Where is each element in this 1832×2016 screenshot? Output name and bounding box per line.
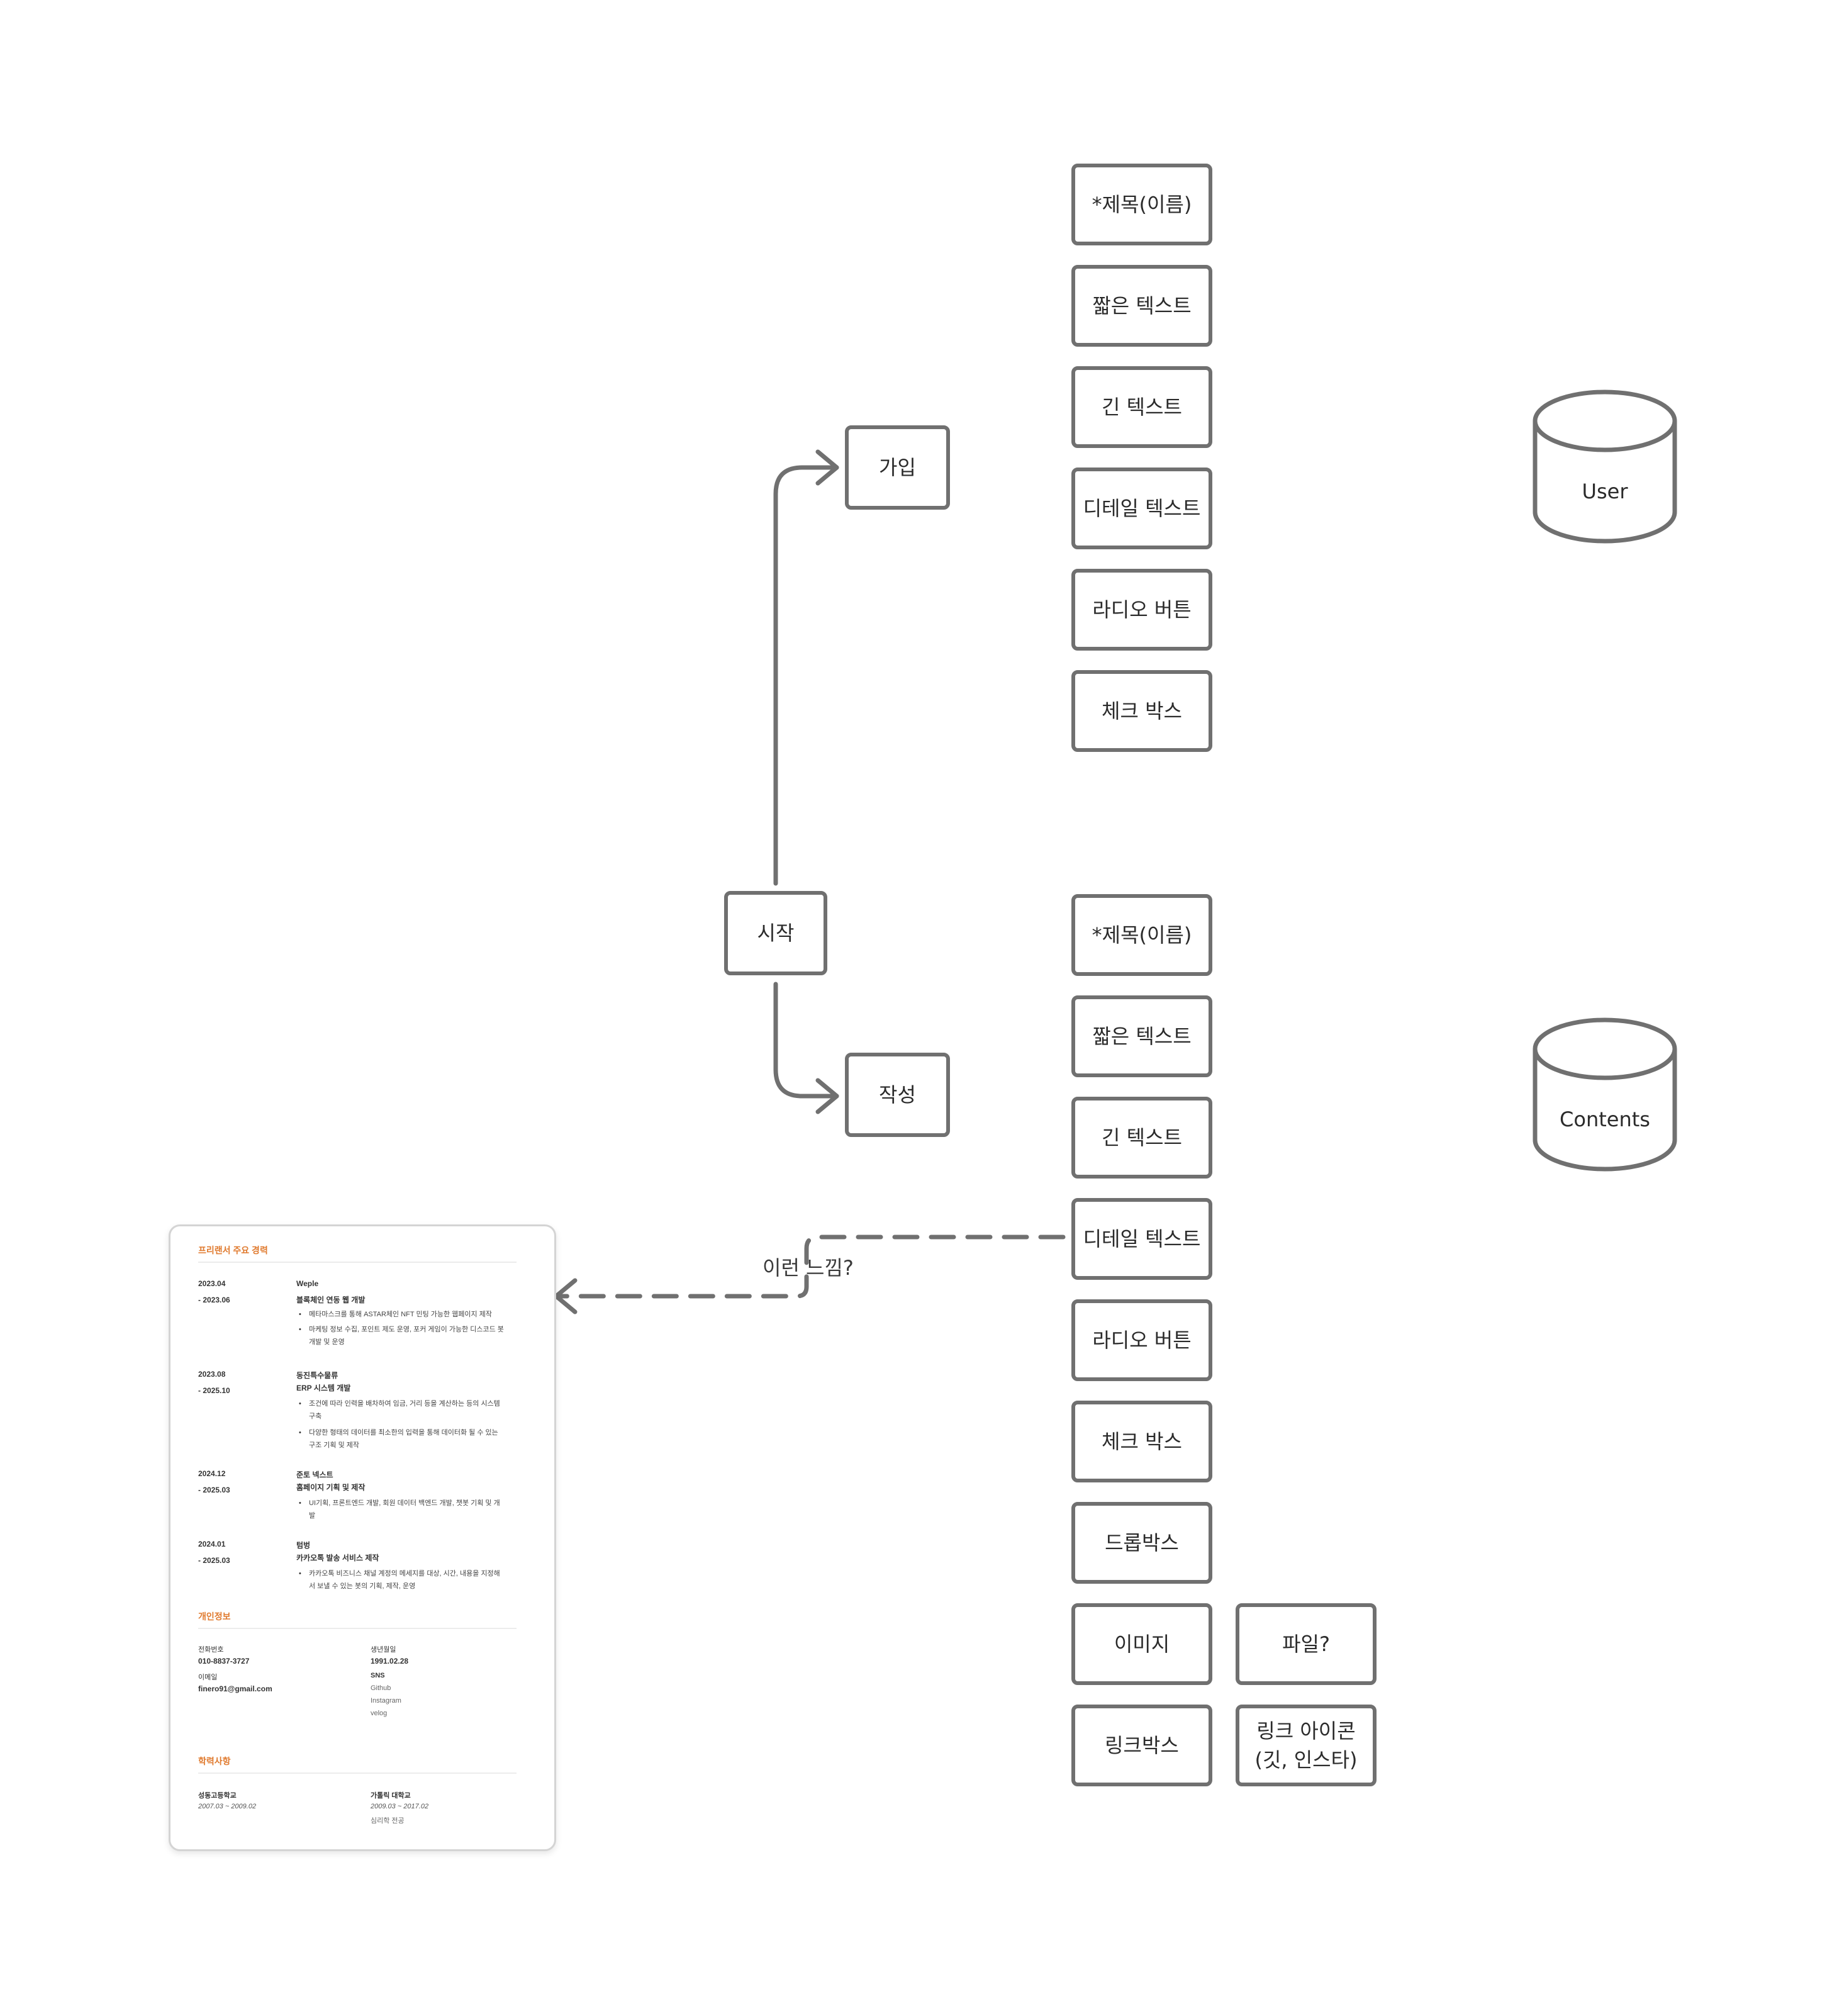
career-end-date: - 2025.03 <box>198 1486 230 1494</box>
user-field-box[interactable]: 긴 텍스트 <box>1071 366 1212 448</box>
career-project: 카카오톡 발송 서비스 제작 <box>296 1554 379 1562</box>
content-field-box[interactable]: 긴 텍스트 <box>1071 1097 1212 1179</box>
personal-section-title: 개인정보 <box>198 1611 231 1621</box>
career-start-date: 2024.01 <box>198 1540 226 1548</box>
school-major: 심리학 전공 <box>371 1817 405 1825</box>
content-field-box[interactable]: 체크 박스 <box>1071 1401 1212 1482</box>
career-end-date: - 2025.03 <box>198 1556 230 1565</box>
career-start-date: 2023.08 <box>198 1370 226 1379</box>
content-field-box[interactable]: 짧은 텍스트 <box>1071 995 1212 1077</box>
career-bullet: 카카오톡 비즈니스 채널 계정의 메세지를 대상, 시간, 내용을 지정해서 보… <box>296 1567 504 1593</box>
user-field-box[interactable]: 짧은 텍스트 <box>1071 265 1212 347</box>
content-extra-field-box[interactable]: 링크 아이콘 (깃, 인스타) <box>1236 1705 1377 1786</box>
career-project: 블록체인 연동 웹 개발 <box>296 1296 366 1304</box>
contents-database: Contents <box>1531 1014 1678 1175</box>
career-org: 텀벙 <box>296 1541 311 1550</box>
sns-label: SNS <box>371 1672 385 1679</box>
content-field-box[interactable]: 이미지 <box>1071 1603 1212 1685</box>
email-value: finero91@gmail.com <box>198 1684 272 1693</box>
school-name: 가톨릭 대학교 <box>371 1792 411 1800</box>
database-icon <box>1533 1017 1677 1172</box>
content-field-box[interactable]: 드롭박스 <box>1071 1502 1212 1584</box>
career-bullet: UI기획, 프론트엔드 개발, 회원 데이터 백엔드 개발, 챗봇 기획 및 개… <box>296 1497 504 1522</box>
user-field-box[interactable]: 라디오 버튼 <box>1071 569 1212 651</box>
arrowhead-annotation <box>554 1278 578 1314</box>
career-bullet: 조건에 따라 인력을 배차하여 임금, 거리 등을 계산하는 등의 시스템 구축 <box>296 1397 504 1423</box>
user-database: User <box>1531 386 1678 547</box>
start-node[interactable]: 시작 <box>724 891 827 975</box>
career-start-date: 2023.04 <box>198 1279 226 1288</box>
career-bullet: 마케팅 정보 수집, 포인트 제도 운영, 포커 게임이 가능한 디스코드 봇 … <box>296 1323 504 1348</box>
career-project: ERP 시스템 개발 <box>296 1384 351 1392</box>
user-field-box[interactable]: *제목(이름) <box>1071 164 1212 245</box>
career-org: 준토 넥스트 <box>296 1470 333 1479</box>
dashed-annotation-arrow <box>554 1235 1066 1299</box>
career-section-title: 프리랜서 주요 경력 <box>198 1245 268 1255</box>
write-node[interactable]: 작성 <box>845 1053 950 1137</box>
birth-label: 생년월일 <box>371 1646 396 1654</box>
phone-value: 010-8837-3727 <box>198 1657 250 1666</box>
career-bullet: 다양한 형태의 데이터를 최소한의 입력을 통해 데이터화 될 수 있는 구조 … <box>296 1426 504 1452</box>
content-extra-field-box[interactable]: 파일? <box>1236 1603 1377 1685</box>
sns-link[interactable]: Github <box>371 1684 391 1692</box>
career-end-date: - 2023.06 <box>198 1296 230 1304</box>
sns-link[interactable]: velog <box>371 1710 388 1717</box>
content-field-box[interactable]: 디테일 텍스트 <box>1071 1198 1212 1280</box>
sns-link[interactable]: Instagram <box>371 1697 401 1705</box>
school-period: 2009.03 ~ 2017.02 <box>371 1803 429 1810</box>
phone-label: 전화번호 <box>198 1646 224 1654</box>
database-icon <box>1533 389 1677 544</box>
content-field-box[interactable]: 라디오 버튼 <box>1071 1299 1212 1381</box>
career-project: 홈페이지 기획 및 제작 <box>296 1483 366 1492</box>
content-field-box[interactable]: 링크박스 <box>1071 1705 1212 1786</box>
database-label: Contents <box>1560 1107 1650 1131</box>
education-section-title: 학력사항 <box>198 1756 231 1766</box>
arrow-start-to-signup <box>773 465 839 886</box>
email-label: 이메일 <box>198 1674 218 1681</box>
school-period: 2007.03 ~ 2009.02 <box>198 1803 257 1810</box>
content-field-box[interactable]: *제목(이름) <box>1071 894 1212 976</box>
career-org: Weple <box>296 1279 319 1288</box>
user-field-box[interactable]: 체크 박스 <box>1071 670 1212 752</box>
birth-value: 1991.02.28 <box>371 1657 409 1666</box>
arrow-start-to-write <box>773 982 839 1099</box>
resume-preview-card[interactable]: 프리랜서 주요 경력 2023.04 - 2023.06 Weple 블록체인 … <box>169 1224 556 1851</box>
arrowhead-signup <box>815 449 839 486</box>
career-start-date: 2024.12 <box>198 1469 226 1478</box>
user-field-box[interactable]: 디테일 텍스트 <box>1071 468 1212 549</box>
school-name: 성동고등학교 <box>198 1792 237 1800</box>
career-org: 동진특수물류 <box>296 1371 338 1380</box>
divider <box>198 1262 517 1263</box>
signup-node[interactable]: 가입 <box>845 425 950 510</box>
career-end-date: - 2025.10 <box>198 1386 230 1395</box>
career-bullet: 메타마스크를 통해 ASTAR체인 NFT 민팅 가능한 웹페이지 제작 <box>296 1308 504 1321</box>
database-label: User <box>1582 479 1628 503</box>
annotation-label: 이런 느낌? <box>762 1256 854 1280</box>
divider <box>198 1772 517 1774</box>
divider <box>198 1628 517 1629</box>
arrowhead-write <box>815 1078 839 1114</box>
